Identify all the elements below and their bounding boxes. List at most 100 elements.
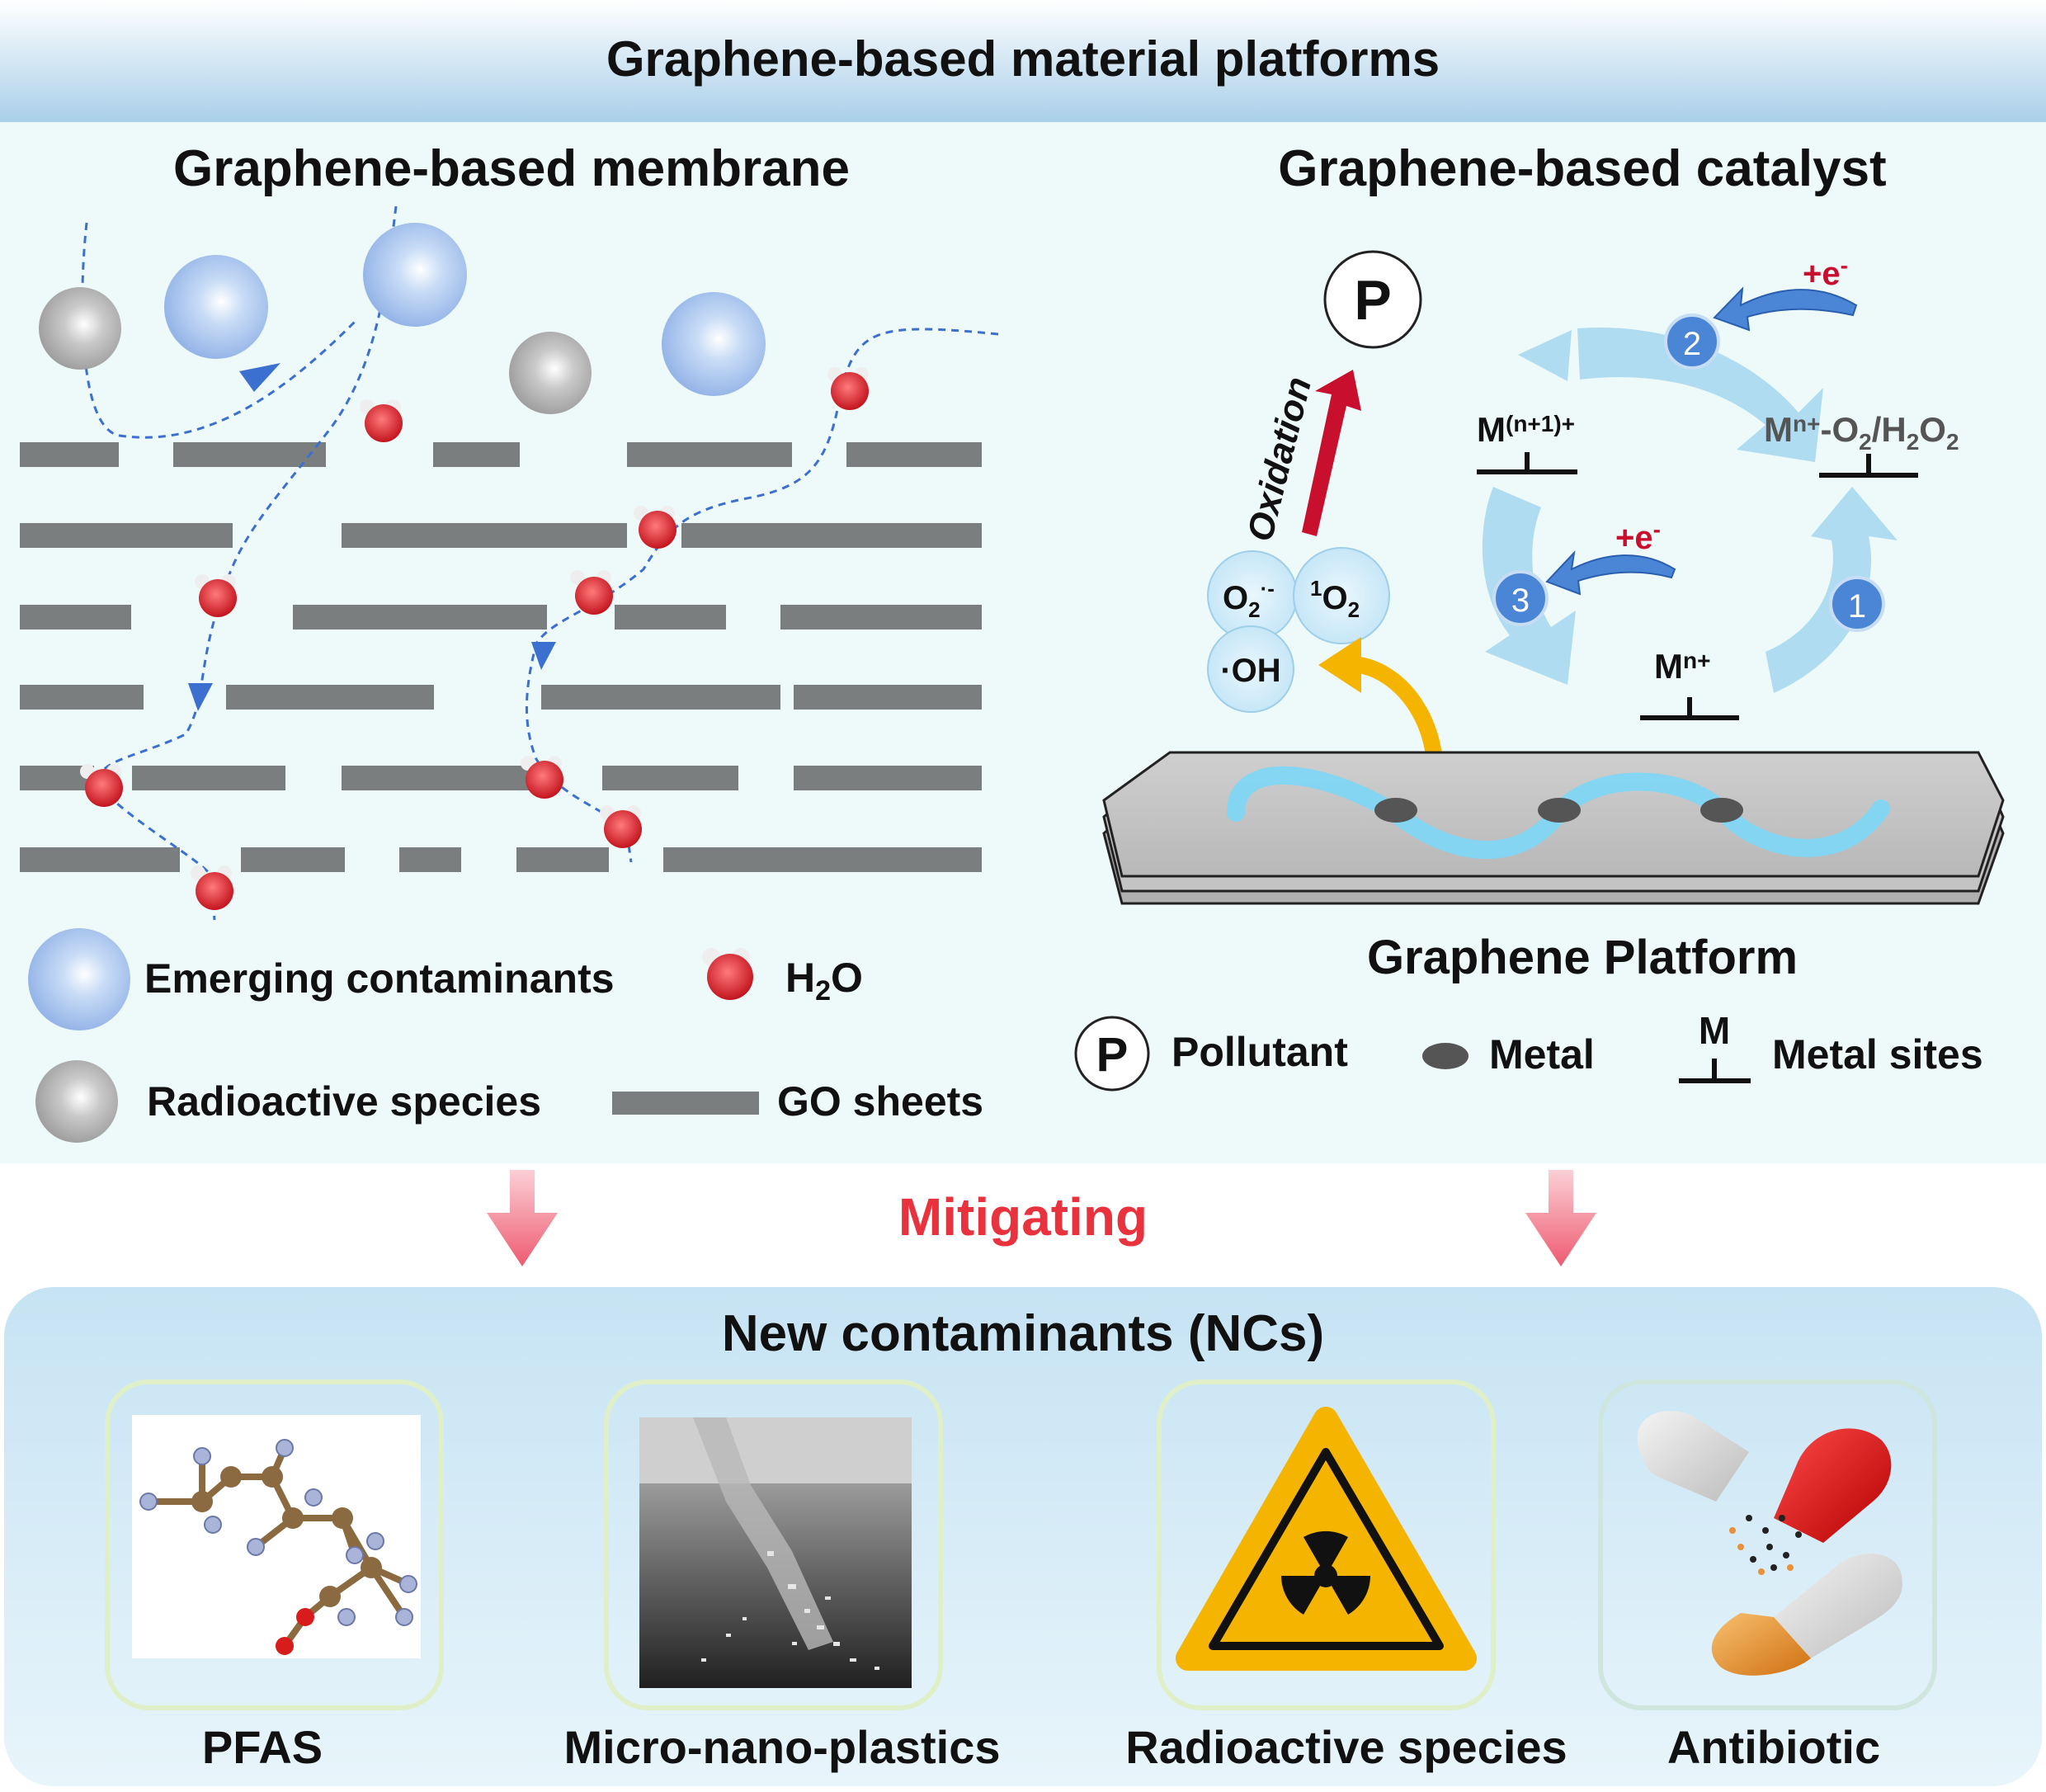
- go-sheet: [516, 847, 609, 872]
- legend-emerging-label: Emerging contaminants: [144, 955, 615, 1002]
- water-molecule: [521, 756, 563, 799]
- metal-oxidized-label: M(n+1)+: [1477, 410, 1575, 449]
- go-sheet: [20, 847, 180, 872]
- electron-arrow-2: [1713, 286, 1858, 332]
- radioactive-species-ball: [509, 332, 592, 414]
- go-sheet: [602, 766, 738, 790]
- go-sheet: [615, 605, 726, 630]
- emerging-contaminant-ball: [662, 292, 766, 396]
- water-molecule: [570, 570, 613, 615]
- go-sheet: [433, 442, 520, 467]
- platforms-panel: [0, 122, 2046, 1163]
- legend-metal-sites-symbol: M: [1699, 1009, 1730, 1052]
- singlet-oxygen-bubble: [1293, 547, 1390, 644]
- metal-complex-site: [1819, 454, 1918, 478]
- mitigating-label: Mitigating: [898, 1187, 1148, 1247]
- path-arrowhead: [239, 363, 280, 392]
- water-molecule: [634, 506, 676, 549]
- metal-site: [1700, 798, 1743, 823]
- generation-arrowhead: [1318, 637, 1361, 693]
- step-1-label: 1: [1848, 588, 1866, 625]
- electron-label-2: +e-: [1803, 252, 1848, 292]
- go-sheet: [226, 685, 434, 710]
- electron-arrow-3: [1545, 549, 1676, 596]
- capsule-icon: [1637, 1411, 1902, 1676]
- plastics-particles: [701, 1551, 879, 1670]
- hydroxyl-bubble: [1207, 625, 1294, 713]
- catalyst-title: Graphene-based catalyst: [1278, 140, 1886, 197]
- go-sheet: [20, 523, 233, 548]
- radiation-trefoil-icon: [1281, 1530, 1370, 1615]
- mitigating-arrow-left: [487, 1170, 558, 1266]
- metal-reduced-site: [1640, 697, 1739, 720]
- go-sheet: [794, 766, 982, 790]
- pfas-fluorines: [139, 1439, 417, 1626]
- water-molecule: [80, 764, 123, 807]
- legend-h2o-icon: [702, 948, 753, 1000]
- go-sheet: [780, 605, 982, 630]
- radioactive-species-ball: [39, 287, 121, 370]
- new-contaminants-panel: [4, 1287, 2042, 1786]
- water-molecule: [360, 399, 403, 442]
- emerging-contaminant-ball: [164, 255, 268, 359]
- metal-site: [1374, 798, 1417, 823]
- emerging-contaminant-ball: [363, 223, 467, 327]
- cycle-arrow-2: [1577, 327, 1823, 462]
- cycle-arrow-1: [1766, 487, 1898, 693]
- water-molecules: [80, 367, 869, 910]
- step-3-badge: [1492, 570, 1549, 626]
- water-molecule: [600, 805, 642, 848]
- item-label-pfas: PFAS: [202, 1721, 323, 1773]
- go-sheet: [173, 442, 326, 467]
- item-label-radioactive: Radioactive species: [1125, 1721, 1567, 1773]
- new-contaminants-title: New contaminants (NCs): [722, 1305, 1324, 1362]
- capsule-red-half: [1774, 1428, 1892, 1543]
- go-sheets: [20, 442, 982, 872]
- legend-go-sheets-label: GO sheets: [777, 1078, 983, 1125]
- oxidation-arrow: [1302, 370, 1361, 536]
- membrane-title: Graphene-based membrane: [173, 140, 850, 197]
- pfas-oxygens: [276, 1608, 314, 1655]
- hydroxyl-label: ·OH: [1220, 653, 1280, 689]
- step-2-badge: [1664, 314, 1720, 370]
- antibiotic-card: [1598, 1379, 1937, 1710]
- item-label-plastics: Micro-nano-plastics: [564, 1721, 1001, 1773]
- step-2-label: 2: [1683, 326, 1701, 362]
- water-molecule: [191, 865, 233, 910]
- go-sheet: [541, 685, 780, 710]
- legend-emerging-icon: [28, 928, 130, 1030]
- legend-h2o-label: H2O: [785, 955, 863, 1007]
- go-sheet: [20, 442, 119, 467]
- metal-site: [1538, 798, 1581, 823]
- plastics-water-surface: [639, 1417, 912, 1483]
- go-sheet: [342, 766, 549, 790]
- metal-complex-label: Mn+-O2/H2O2: [1764, 410, 1959, 455]
- pollutant-symbol: P: [1354, 269, 1391, 332]
- pfas-card: [105, 1379, 444, 1710]
- graphene-platform: [1102, 751, 2005, 905]
- electron-label-3: +e-: [1615, 516, 1661, 556]
- capsule-powder: [1746, 1515, 1802, 1571]
- plastics-card: [604, 1379, 943, 1710]
- capsule-orange-half: [1711, 1613, 1811, 1676]
- go-sheet: [20, 685, 144, 710]
- go-sheet: [20, 605, 131, 630]
- platform-label: Graphene Platform: [1367, 931, 1798, 984]
- capsule-gray-half: [1637, 1411, 1749, 1502]
- path-arrowhead: [531, 642, 556, 670]
- water-molecule: [827, 367, 869, 410]
- step-1-badge: [1829, 576, 1885, 632]
- go-sheet: [399, 847, 461, 872]
- go-sheet: [663, 847, 982, 872]
- cycle-arrowhead: [1518, 330, 1572, 381]
- legend-go-sheet-icon: [612, 1092, 759, 1115]
- go-sheet: [132, 766, 285, 790]
- legend-metal-label: Metal: [1489, 1031, 1595, 1078]
- pollutant-circle: [1323, 250, 1422, 349]
- go-sheet: [627, 442, 792, 467]
- mitigating-arrow-right: [1525, 1170, 1596, 1266]
- legend-pollutant-label: Pollutant: [1172, 1029, 1348, 1075]
- legend-pollutant-icon: [1074, 1016, 1150, 1092]
- singlet-oxygen-label: 1O2: [1310, 576, 1360, 622]
